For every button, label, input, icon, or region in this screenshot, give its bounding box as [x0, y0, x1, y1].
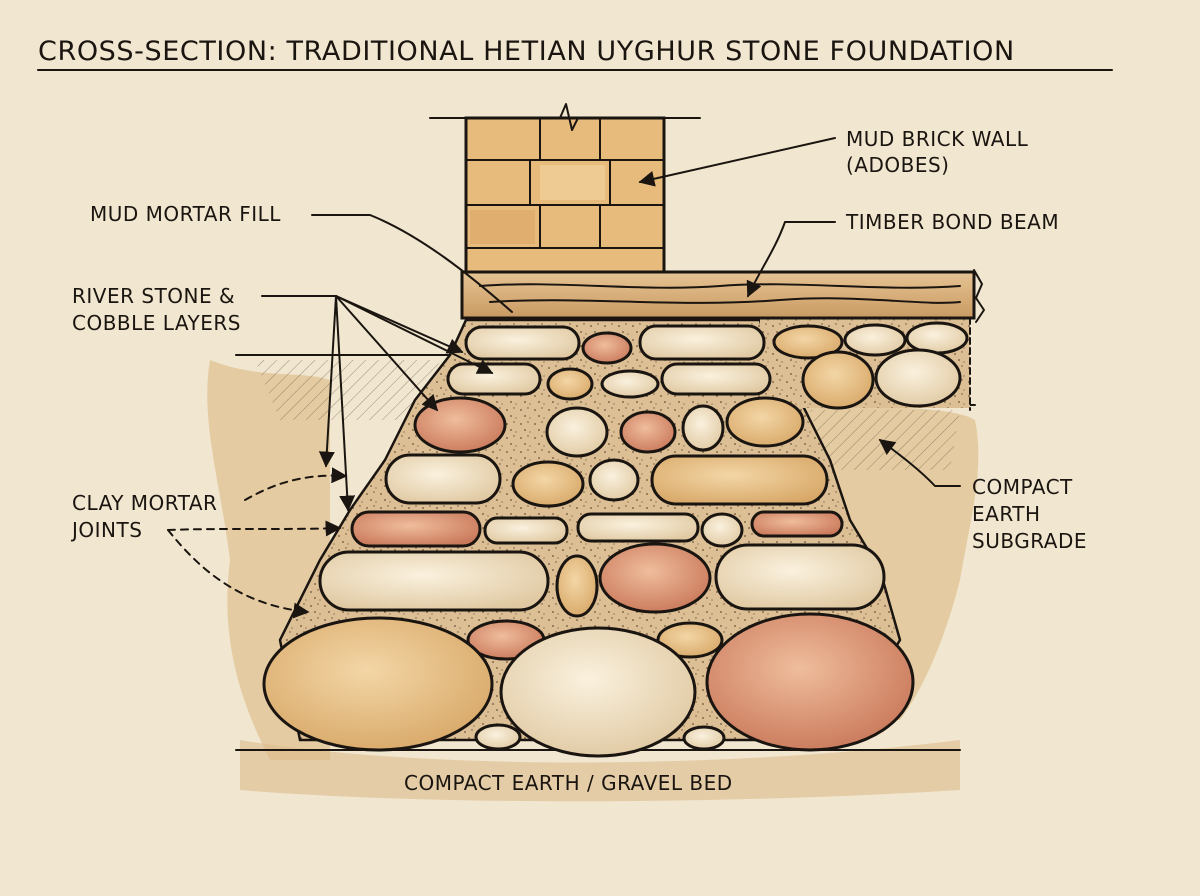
label-subgrade: SUBGRADE: [972, 529, 1087, 553]
labels: MUD BRICK WALL (ADOBES) MUD MORTAR FILL …: [70, 127, 1087, 795]
label-base: COMPACT EARTH / GRAVEL BED: [404, 771, 733, 795]
timber-bond-beam: [460, 269, 985, 323]
label-mud-brick-wall: MUD BRICK WALL: [846, 127, 1029, 151]
label-clay-mortar: CLAY MORTAR: [72, 491, 217, 515]
label-mud-brick-wall-sub: (ADOBES): [846, 153, 949, 177]
label-river-stone: RIVER STONE &: [72, 284, 235, 308]
leader-lines: [167, 137, 961, 619]
label-joints: JOINTS: [70, 518, 142, 542]
label-cobble-layers: COBBLE LAYERS: [72, 311, 241, 335]
label-mud-mortar-fill: MUD MORTAR FILL: [90, 202, 281, 226]
cobble-stones: [262, 324, 915, 758]
side-stones: [760, 317, 971, 411]
mud-brick-wall: [429, 103, 701, 278]
page-title: CROSS-SECTION: TRADITIONAL HETIAN UYGHUR…: [38, 36, 1015, 67]
label-timber-bond-beam: TIMBER BOND BEAM: [845, 210, 1059, 234]
label-earth: EARTH: [972, 502, 1041, 526]
label-compact: COMPACT: [972, 475, 1073, 499]
